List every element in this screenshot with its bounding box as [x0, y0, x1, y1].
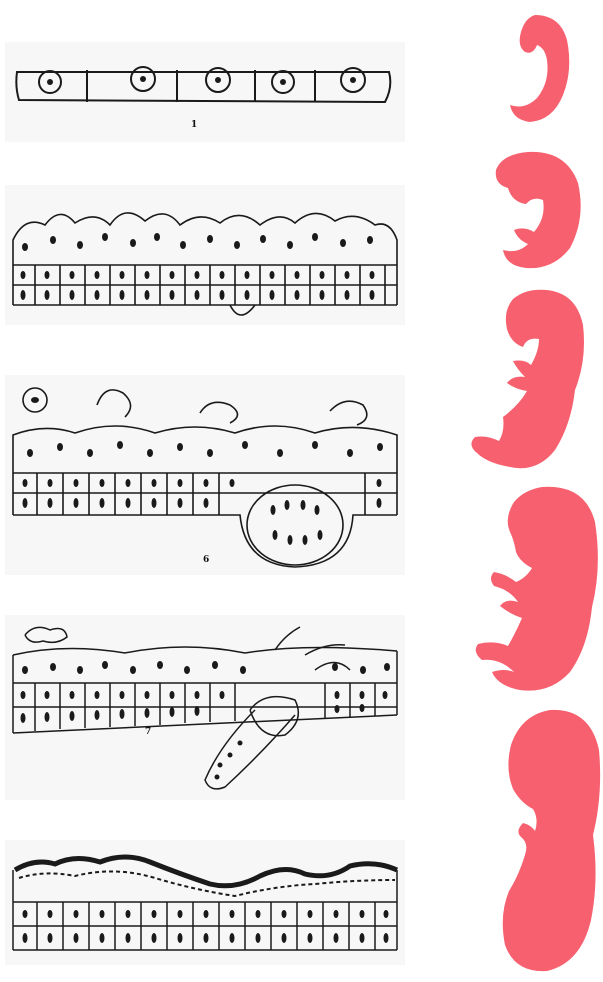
- epithelium-with-invaginating-gland-icon: [5, 615, 405, 800]
- embryo-stage-4-icon: [470, 482, 603, 697]
- tissue-stage-4: 7: [5, 615, 405, 800]
- embryo-stage-3: [465, 285, 595, 475]
- embryo-stage-2-icon: [488, 148, 588, 273]
- stage-label-6: 6: [203, 555, 209, 565]
- embryo-stage-1: [505, 10, 575, 125]
- embryo-stage-3-icon: [465, 285, 595, 475]
- embryo-stage-5: [495, 705, 603, 975]
- simple-squamous-epithelium-icon: [5, 42, 405, 142]
- tissue-stage-2: [5, 185, 405, 325]
- embryo-stage-5-icon: [495, 705, 603, 975]
- embryo-stage-1-icon: [505, 10, 575, 125]
- embryo-stage-4: [470, 482, 603, 697]
- tissue-stage-1: 1: [5, 42, 405, 142]
- tissue-stage-3: 6: [5, 375, 405, 575]
- stage-label-7: 7: [145, 727, 151, 737]
- tissue-stage-5: [5, 840, 405, 965]
- keratinized-epithelium-icon: [5, 840, 405, 965]
- epithelium-with-gland-bud-icon: [5, 375, 405, 575]
- stage-label-1: 1: [191, 120, 197, 130]
- stratified-epithelium-icon: [5, 185, 405, 325]
- embryo-stage-2: [488, 148, 588, 273]
